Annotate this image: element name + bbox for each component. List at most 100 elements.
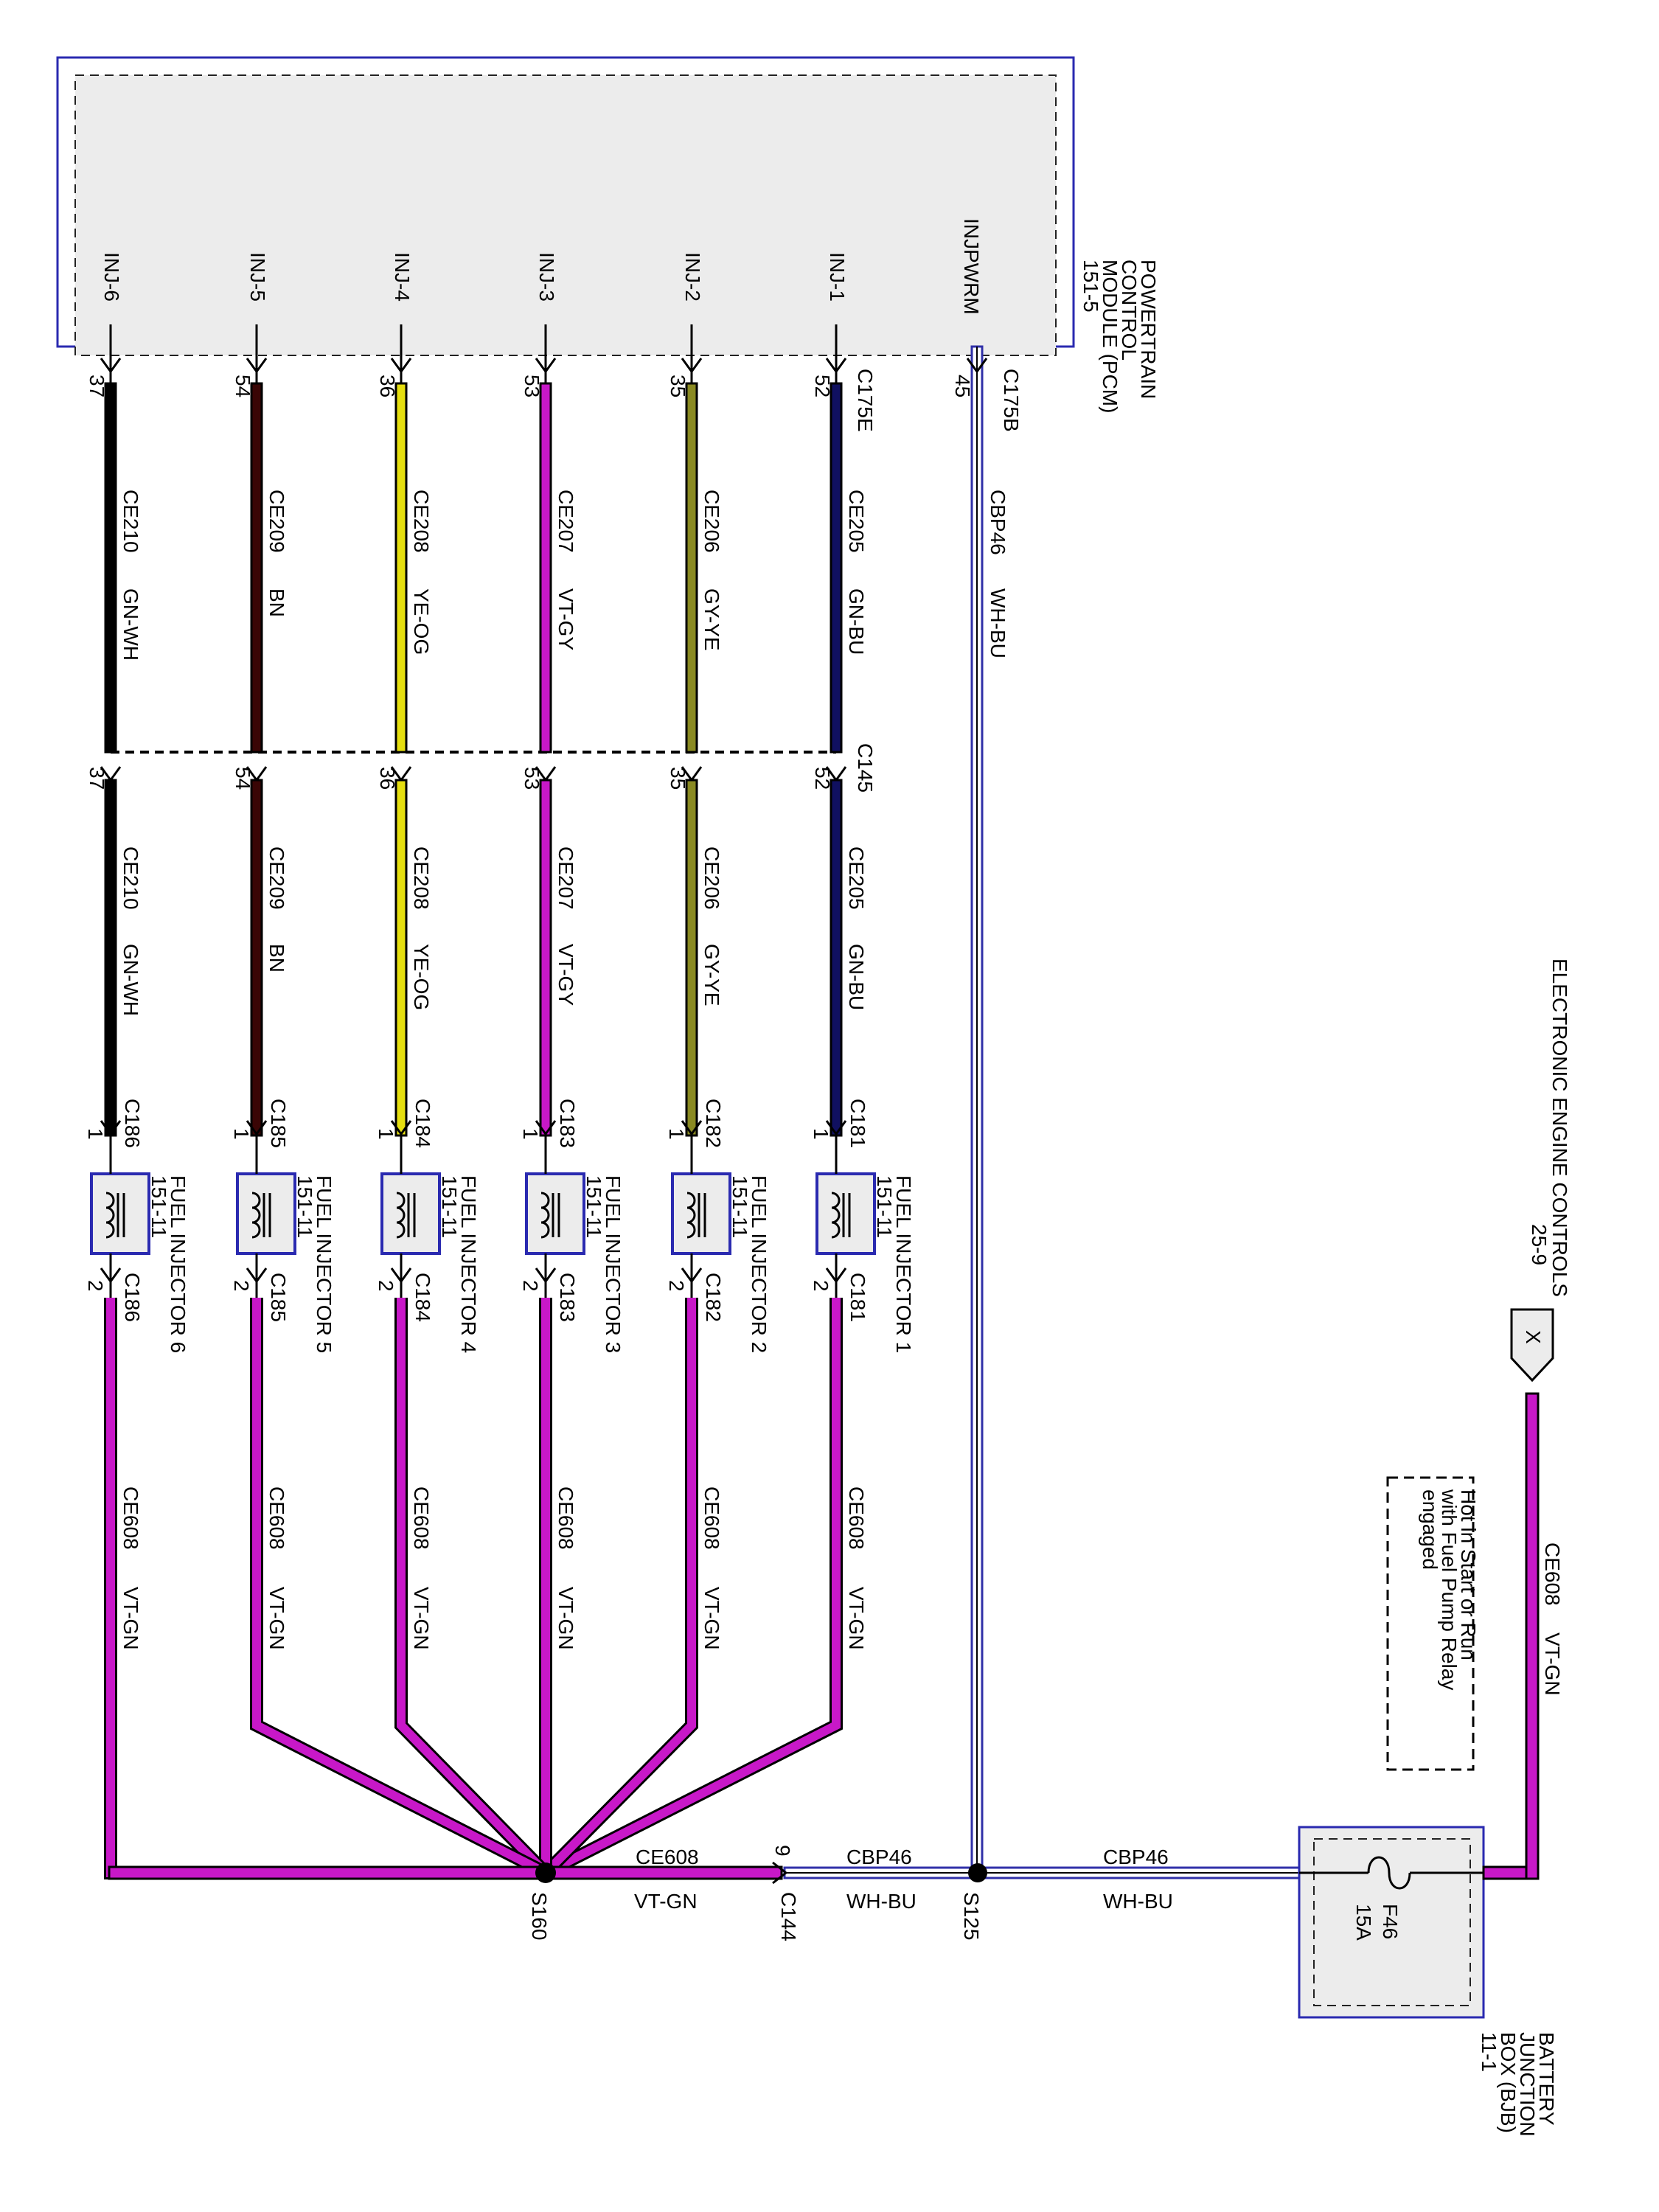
- injector-coil-icon: [251, 1192, 261, 1239]
- fuel-injector-5-body: [236, 1172, 296, 1255]
- lower-color-label-inj-2: GY-YE: [700, 944, 723, 1006]
- svg-text:engaged: engaged: [1419, 1489, 1441, 1570]
- pcm-pin-label-inj-3: INJ-3: [535, 252, 558, 302]
- cbp46-vertical-circuit: CBP46: [987, 490, 1009, 555]
- pcm-pin-number-inj-4: 36: [376, 375, 399, 397]
- note-text: Hot in Start or Run with Fuel Pump Relay…: [1419, 1489, 1480, 1690]
- supply-wire-ce608: [543, 1298, 841, 1877]
- svg-text:MODULE (PCM): MODULE (PCM): [1099, 260, 1121, 413]
- supply-color-label-inj-3: VT-GN: [554, 1587, 577, 1650]
- c145-pin-number-inj-5: 54: [232, 767, 254, 790]
- upper-wire-ce208: [394, 382, 408, 754]
- injector-connector-bottom-6: C186: [121, 1273, 144, 1322]
- pcm-connector-arrow: [681, 358, 703, 374]
- supply-wire-ce608: [397, 1298, 549, 1877]
- injector-ref: 151-11: [147, 1175, 170, 1238]
- injector-connector-bottom-5: C185: [267, 1273, 290, 1322]
- c175e-label: C175E: [854, 369, 877, 432]
- splice-s160-label: S160: [528, 1892, 551, 1940]
- pcm-connector-arrow: [535, 358, 557, 374]
- supply-circuit-label-inj-6: CE608: [119, 1486, 142, 1550]
- svg-text:151-5: 151-5: [1079, 260, 1102, 313]
- injector-pin2-5: 2: [230, 1280, 253, 1292]
- pcm-connector-arrow: [825, 358, 847, 374]
- supply-wire-ce608: [252, 1298, 548, 1877]
- lower-wire-ce207: [539, 779, 552, 1137]
- injector-ref: 151-11: [873, 1175, 896, 1238]
- injector-pin2-2: 2: [665, 1280, 688, 1292]
- splice-s160: [535, 1863, 556, 1883]
- injector-coil-icon: [831, 1192, 841, 1239]
- fuel-injector-3-body: [525, 1172, 585, 1255]
- injector-name: FUEL INJECTOR 2: [748, 1175, 771, 1353]
- svg-text:POWERTRAIN: POWERTRAIN: [1137, 260, 1160, 399]
- injector-connector-bottom-2: C182: [702, 1273, 725, 1322]
- injector-ref: 151-11: [728, 1175, 751, 1238]
- injector-name: FUEL INJECTOR 5: [313, 1175, 335, 1353]
- injector-coil-icon: [396, 1192, 406, 1239]
- supply-color-label-inj-5: VT-GN: [265, 1587, 288, 1650]
- splice-s125: [968, 1863, 987, 1882]
- injector-coil-icon: [686, 1192, 696, 1239]
- fuel-injector-1-body: [815, 1172, 876, 1255]
- supply-circuit-label-inj-1: CE608: [845, 1486, 868, 1550]
- upper-color-label-inj-6: GN-WH: [119, 588, 142, 661]
- upper-wire-ce205: [830, 382, 843, 754]
- svg-text:JUNCTION: JUNCTION: [1516, 2032, 1539, 2137]
- supply-color-label-inj-4: VT-GN: [410, 1587, 433, 1650]
- injpwrm-pin-label: INJPWRM: [960, 218, 983, 315]
- pcm-connector-arrow: [246, 358, 268, 374]
- injector-pin2-arrow: [825, 1267, 847, 1284]
- injector-pin1-2: 1: [665, 1128, 688, 1140]
- supply-circuit-label-inj-2: CE608: [700, 1486, 723, 1550]
- lower-wire-ce210: [104, 779, 117, 1137]
- c145-pin-number-inj-6: 37: [86, 767, 108, 790]
- supply-circuit-label-inj-5: CE608: [265, 1486, 288, 1550]
- injector-connector-bottom-4: C184: [411, 1273, 434, 1322]
- supply-color-label-inj-6: VT-GN: [119, 1587, 142, 1650]
- c145-pin-number-inj-4: 36: [376, 767, 399, 790]
- pcm-pin-label-inj-4: INJ-4: [391, 252, 414, 302]
- injpwrm-pin-number: 45: [951, 375, 974, 397]
- c144-s125-color-label: WH-BU: [846, 1890, 917, 1913]
- injector-connector-top-6: C186: [121, 1099, 144, 1148]
- injector-pin2-arrow: [100, 1267, 122, 1284]
- injector-pin1-1: 1: [810, 1128, 832, 1140]
- upper-wire-ce209: [250, 382, 263, 754]
- c144-s125-wire: [783, 1866, 979, 1879]
- pcm-title: POWERTRAIN CONTROL MODULE (PCM) 151-5: [1079, 260, 1160, 413]
- pcm-pin-label-inj-1: INJ-1: [826, 252, 849, 302]
- lower-color-label-inj-1: GN-BU: [845, 944, 868, 1010]
- svg-text:with Fuel Pump Relay: with Fuel Pump Relay: [1438, 1489, 1461, 1690]
- pcm-box-inner: [74, 74, 1057, 356]
- s125-bjb-circuit-label: CBP46: [1103, 1846, 1169, 1868]
- injector-pin2-arrow: [246, 1267, 268, 1284]
- upper-wire-ce210: [104, 382, 117, 754]
- svg-text:BATTERY: BATTERY: [1535, 2032, 1558, 2126]
- upper-color-label-inj-5: BN: [265, 588, 288, 617]
- injector-coil-icon: [540, 1192, 550, 1239]
- supply-wire-ce608: [542, 1298, 696, 1877]
- pcm-pin-number-inj-1: 52: [811, 375, 834, 397]
- fuel-injector-6-body: [90, 1172, 150, 1255]
- pcm-connector-arrow: [390, 358, 412, 374]
- upper-wire-ce207: [539, 382, 552, 754]
- lower-color-label-inj-4: YE-OG: [410, 944, 433, 1010]
- c145-label: C145: [854, 743, 877, 793]
- supply-color-label-inj-1: VT-GN: [845, 1587, 868, 1650]
- cbp46-vertical-wire: [970, 345, 984, 1874]
- fuel-injector-4-body: [380, 1172, 441, 1255]
- svg-text:Hot in Start or Run: Hot in Start or Run: [1457, 1489, 1480, 1660]
- upper-circuit-label-inj-4: CE208: [410, 490, 433, 553]
- bus-circuit-label: CE608: [636, 1846, 699, 1868]
- lower-wire-ce209: [250, 779, 263, 1137]
- injpwrm-connector-arrow: [966, 358, 988, 374]
- c175b-label: C175B: [1000, 369, 1023, 432]
- note-box: [1386, 1476, 1475, 1771]
- eec-feed-wire: [1482, 1392, 1540, 1880]
